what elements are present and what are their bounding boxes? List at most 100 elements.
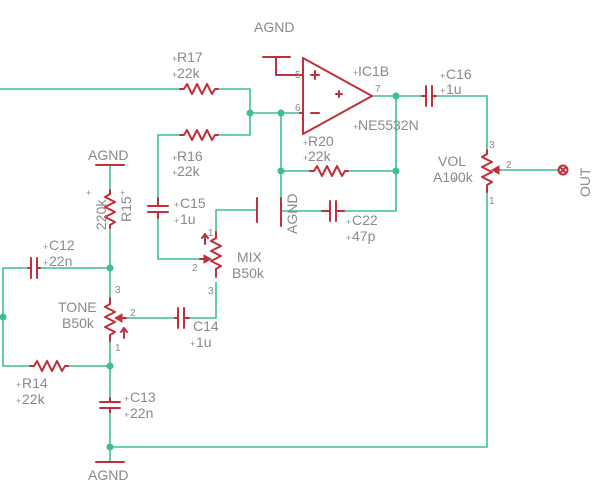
svg-text:+: + (124, 394, 129, 404)
wire-c12-left (2, 267, 30, 367)
capacitor-c13 (99, 397, 121, 413)
r16-name: R16 (177, 148, 203, 164)
mix-name: MIX (237, 249, 263, 265)
c12-name: C12 (49, 237, 75, 253)
svg-text:+: + (353, 68, 358, 78)
wire-c14-right (189, 282, 217, 319)
tone-pin3: 3 (115, 285, 121, 296)
svg-text:+: + (303, 153, 308, 163)
resistor-r17 (179, 83, 219, 95)
resistor-r16 (179, 129, 219, 141)
c14-name: C14 (193, 318, 219, 334)
mix-pin2: 2 (192, 263, 198, 274)
c15-value: 1u (180, 211, 196, 227)
capacitor-c14 (174, 307, 190, 329)
svg-text:+: + (120, 188, 125, 198)
r14-value: 22k (22, 391, 46, 407)
potentiometer-tone (104, 297, 128, 342)
junction-dot (106, 443, 114, 451)
svg-text:+: + (303, 138, 308, 148)
svg-text:+: + (16, 396, 21, 406)
opamp-ic1b (299, 57, 373, 135)
c15-name: C15 (180, 195, 206, 211)
r15-value: 220k (93, 199, 109, 230)
r16-value: 22k (177, 163, 201, 179)
capacitor-c12 (27, 257, 41, 279)
junction-dot (392, 167, 400, 175)
wire-r16-left (157, 134, 180, 198)
wire-vol-bottom (110, 192, 488, 448)
svg-text:+: + (190, 339, 195, 349)
wire-feedback-c22-right (344, 96, 397, 212)
svg-text:+: + (440, 71, 445, 81)
potentiometer-mix (199, 231, 222, 278)
c12-value: 22n (49, 253, 72, 269)
out-connector (557, 164, 569, 176)
r17-value: 22k (177, 65, 201, 81)
agnd-rot-label: AGND (284, 194, 300, 234)
vol-pin3: 3 (489, 140, 495, 151)
agnd-left-label: AGND (88, 147, 128, 163)
opamp-pin5: 5 (295, 70, 301, 81)
r20-value: 22k (308, 148, 332, 164)
capacitor-c16 (421, 85, 437, 107)
svg-text:+: + (174, 200, 179, 210)
potentiometer-vol (481, 149, 500, 193)
svg-text:+: + (174, 216, 179, 226)
wire-c16-right (436, 95, 488, 150)
wire-mix-top (215, 209, 257, 232)
tone-name: TONE (58, 299, 97, 315)
junction-dot (106, 264, 114, 272)
capacitor-c22 (321, 200, 345, 222)
vol-pin1: 1 (489, 196, 495, 207)
svg-text:+: + (346, 217, 351, 227)
agnd-bottom-label: AGND (88, 467, 128, 483)
ic-name: IC1B (358, 63, 389, 79)
tone-pin1: 1 (115, 343, 121, 354)
wire-r17-right (218, 88, 251, 113)
vol-value: A100k (433, 169, 474, 185)
junction-dot (392, 92, 400, 100)
svg-text:+: + (440, 86, 445, 96)
ic-part: NE5532N (358, 117, 419, 133)
c13-name: C13 (130, 389, 156, 405)
resistor-r15 (104, 189, 116, 229)
svg-text:+: + (346, 233, 351, 243)
resistor-r14 (29, 360, 69, 372)
agnd-top-label: AGND (254, 19, 294, 35)
c14-value: 1u (196, 334, 212, 350)
mix-pin3: 3 (208, 286, 214, 297)
svg-text:+: + (16, 380, 21, 390)
agnd-top-symbol (262, 56, 301, 76)
opamp-pin6: 6 (295, 103, 301, 114)
wire-r16-right (218, 113, 251, 136)
c13-value: 22n (130, 405, 153, 421)
wires (0, 88, 560, 462)
svg-text:+: + (172, 54, 177, 64)
junction-dot (106, 362, 114, 370)
opamp-pin7: 7 (375, 84, 381, 95)
junction-dot (277, 109, 285, 117)
c22-name: C22 (352, 212, 378, 228)
c16-value: 1u (446, 81, 462, 97)
svg-text:+: + (124, 410, 129, 420)
svg-text:+: + (86, 188, 91, 198)
r14-name: R14 (22, 375, 48, 391)
vol-pin2: 2 (506, 160, 512, 171)
c16-name: C16 (446, 66, 472, 82)
r20-name: R20 (308, 133, 334, 149)
capacitor-c15 (147, 197, 169, 219)
mix-pin1: 1 (208, 228, 214, 239)
svg-text:+: + (452, 174, 457, 184)
svg-text:+: + (172, 153, 177, 163)
svg-text:+: + (43, 242, 48, 252)
mix-value: B50k (232, 265, 265, 281)
tone-value: B50k (62, 315, 95, 331)
resistor-r20 (309, 165, 349, 177)
junctions (0, 92, 400, 451)
svg-text:+: + (43, 258, 48, 268)
svg-text:+: + (353, 122, 358, 132)
svg-text:+: + (172, 168, 177, 178)
r15-name: R15 (118, 196, 134, 222)
junction-dot (0, 313, 7, 321)
